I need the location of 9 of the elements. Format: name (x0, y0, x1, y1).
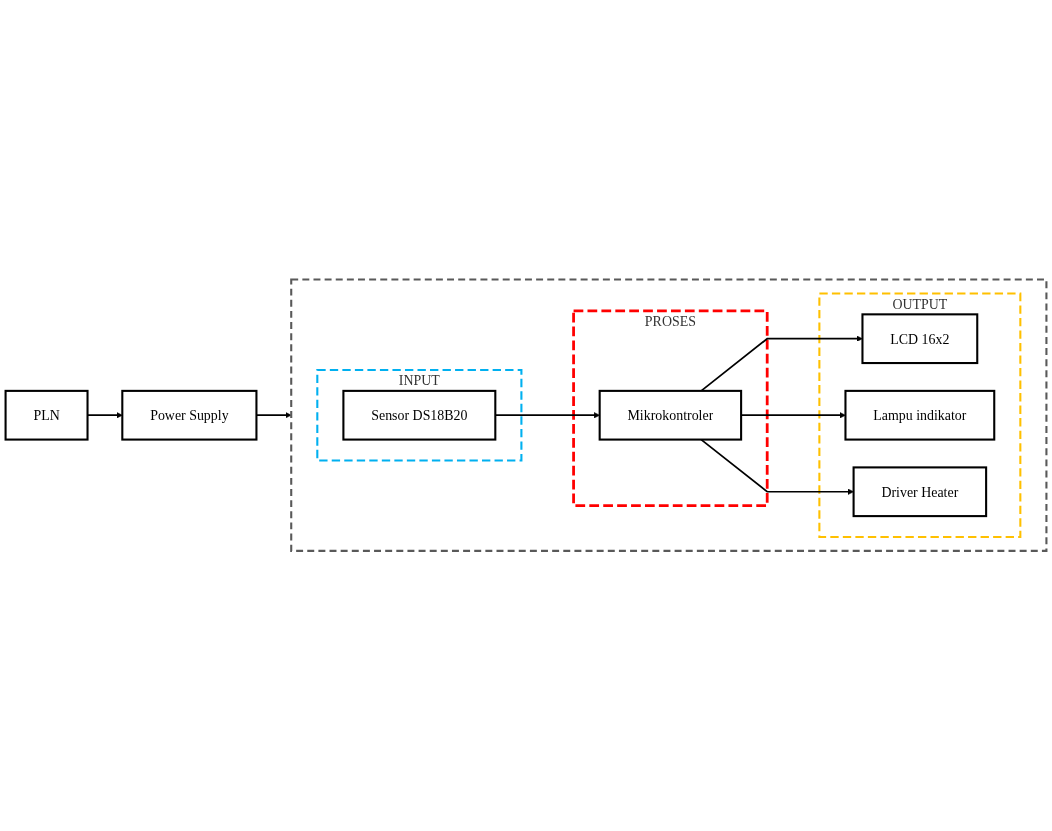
node-box: Sensor DS18B20 (342, 390, 497, 441)
node-box: Mikrokontroler (598, 390, 743, 441)
node-box: Power Supply (121, 390, 258, 441)
node-box: Driver Heater (852, 466, 988, 518)
node-box: PLN (4, 390, 89, 441)
node-box: LCD 16x2 (861, 313, 979, 365)
arrow (700, 335, 863, 392)
node-box: Lampu indikator (844, 390, 996, 441)
cluster (290, 278, 1048, 553)
